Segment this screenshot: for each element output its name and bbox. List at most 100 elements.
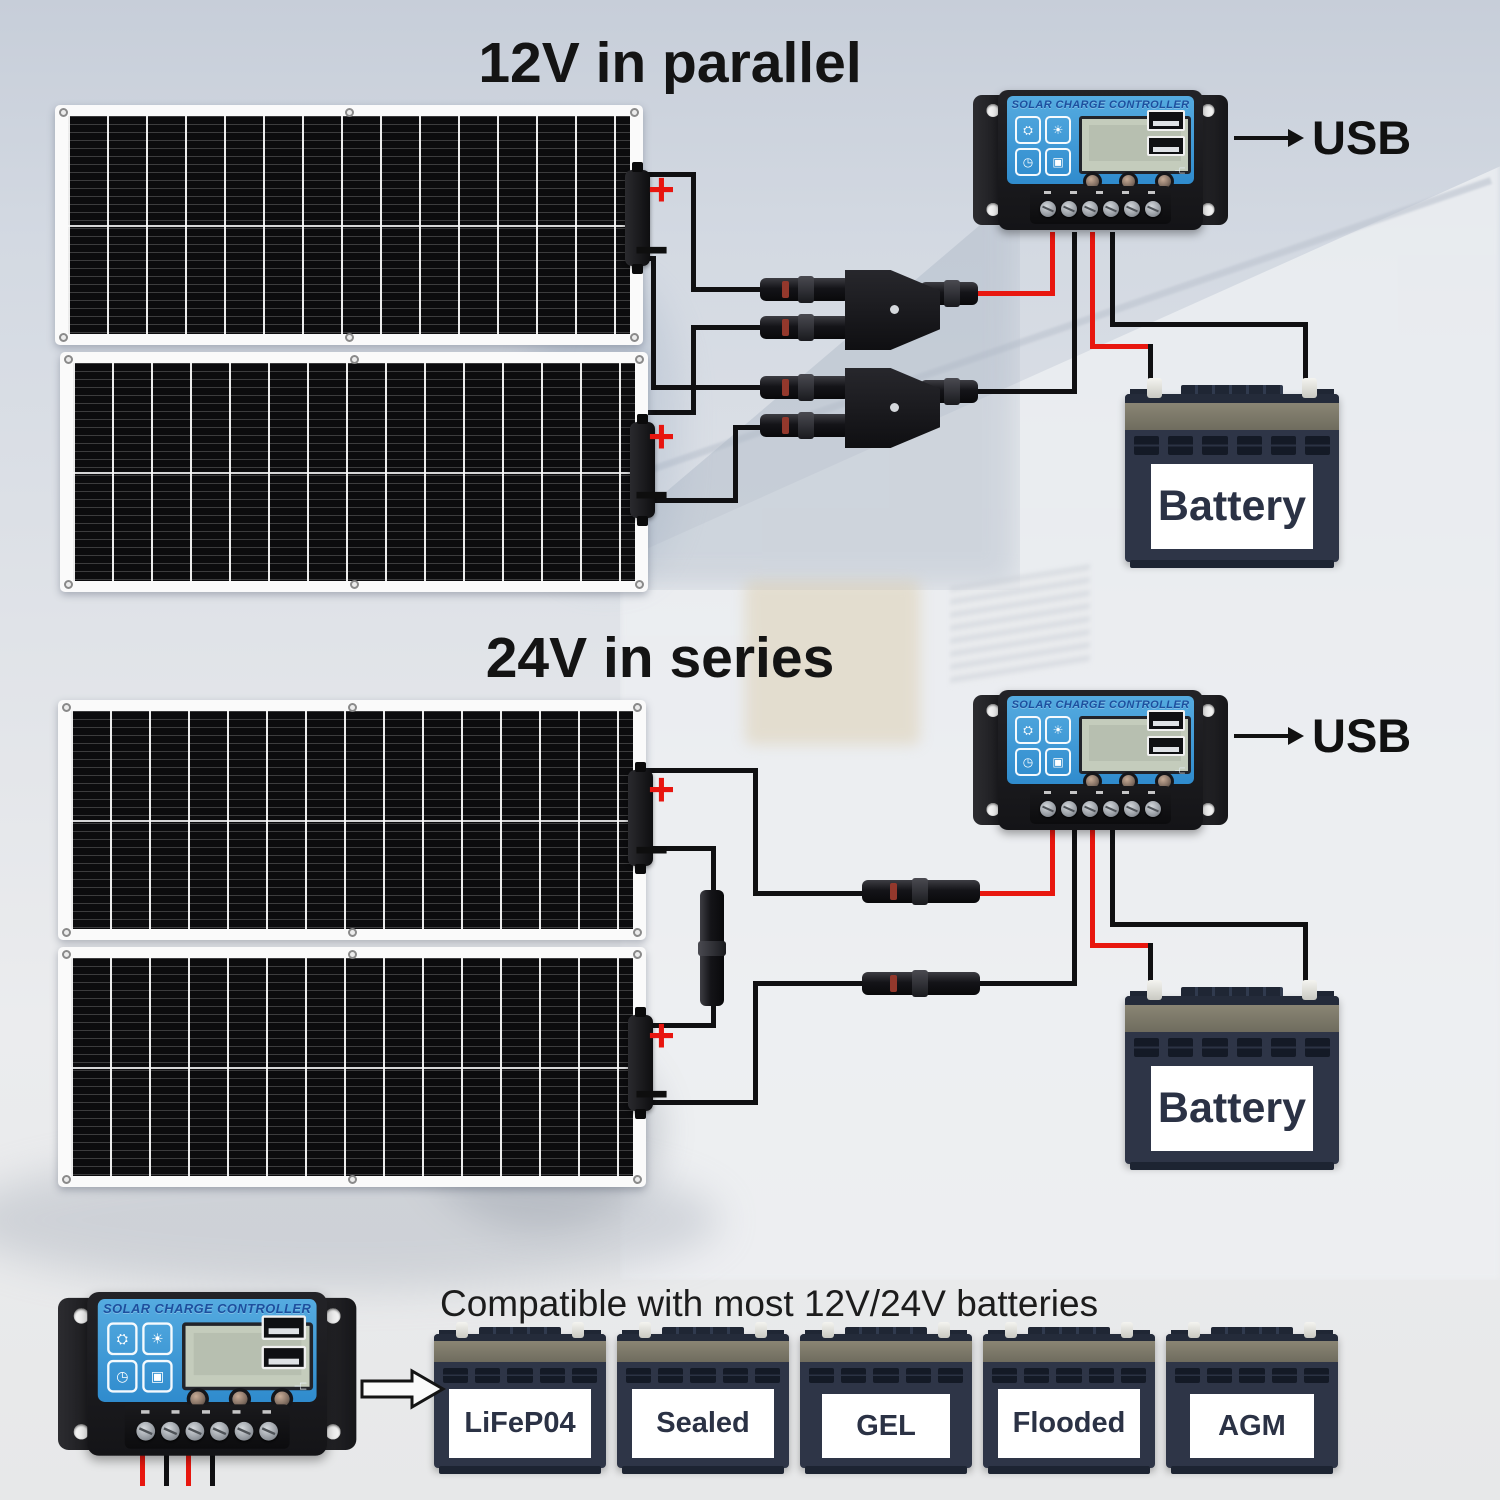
battery-caps xyxy=(844,1327,928,1336)
grommet-icon xyxy=(348,928,357,937)
battery-base xyxy=(1130,1162,1334,1170)
terminal-screw-icon xyxy=(234,1421,254,1441)
battery-post-negative xyxy=(1302,980,1317,1000)
battery-label: Battery xyxy=(1151,1066,1313,1151)
usb-symbol-icon: ⑂ xyxy=(1170,165,1188,176)
grommet-icon xyxy=(62,703,71,712)
battery-top xyxy=(800,1334,972,1344)
grommet-icon xyxy=(630,333,639,342)
wire-segment xyxy=(753,891,868,896)
terminal-screw-icon xyxy=(1040,801,1057,817)
screw-hole-icon xyxy=(73,1308,90,1324)
terminal-screw-icon xyxy=(1123,201,1140,217)
battery-band xyxy=(617,1341,789,1362)
usb-port-icon[interactable] xyxy=(1147,710,1185,731)
solar-cells xyxy=(68,116,630,334)
screw-hole-icon xyxy=(986,104,1000,117)
title-24v-series: 24V in series xyxy=(485,626,835,690)
terminal-screw-icon xyxy=(1082,801,1099,817)
battery-shoulder xyxy=(760,1330,784,1337)
battery-shoulder xyxy=(988,1330,1012,1337)
solar-panel-4 xyxy=(58,947,653,1187)
battery-shoulder xyxy=(439,1330,463,1337)
usb-port-icon[interactable] xyxy=(261,1315,307,1340)
usb-ports[interactable] xyxy=(1147,710,1185,756)
timer-icon: ◷ xyxy=(107,1359,138,1393)
usb-port-icon[interactable] xyxy=(1147,735,1185,756)
usb-arrow-head-icon xyxy=(1288,727,1304,745)
mc4-connector-pair-icon xyxy=(862,878,980,905)
battery-caps xyxy=(661,1327,745,1336)
screw-hole-icon xyxy=(325,1424,341,1440)
controller-body: SOLAR CHARGE CONTROLLER ⛭ ☀ ◷ ▣ ⑂ xyxy=(87,1292,328,1456)
grommet-icon xyxy=(348,703,357,712)
battery-post xyxy=(1304,1322,1316,1338)
minus-label: − xyxy=(634,816,670,883)
battery-top xyxy=(617,1334,789,1344)
grommet-icon xyxy=(348,950,357,959)
battery-post-negative xyxy=(1302,378,1317,398)
battery-base xyxy=(988,1466,1150,1474)
battery-type-label: Sealed xyxy=(632,1389,774,1458)
battery-vents xyxy=(443,1368,598,1383)
screw-hole-icon xyxy=(1201,803,1215,816)
battery-vents xyxy=(1175,1368,1330,1383)
battery-type-agm: AGM xyxy=(1166,1322,1338,1474)
battery-vents xyxy=(809,1368,964,1383)
plus-label: + xyxy=(648,1009,675,1061)
usb-ports[interactable] xyxy=(1147,110,1185,156)
terminal-strip xyxy=(1030,786,1171,824)
controller-faceplate: SOLAR CHARGE CONTROLLER ⛭ ☀ ◷ ▣ ⑂ xyxy=(1007,96,1194,191)
battery-type-label: LiFeP04 xyxy=(449,1389,591,1458)
usb-port-icon[interactable] xyxy=(261,1345,307,1370)
usb-symbol-icon: ⑂ xyxy=(289,1380,310,1392)
compatibility-arrow-icon xyxy=(360,1368,446,1410)
mc4-connector-pair-icon xyxy=(698,890,726,1006)
terminal-screw-icon xyxy=(209,1421,229,1441)
minus-label: − xyxy=(634,1060,670,1127)
panel-battery-icon: ⛭ xyxy=(107,1322,138,1356)
terminal-screw-icon xyxy=(1144,201,1161,217)
battery-post xyxy=(1005,1322,1017,1338)
usb-ports[interactable] xyxy=(261,1315,307,1370)
usb-port-icon[interactable] xyxy=(1147,135,1185,156)
wire-segment xyxy=(753,981,758,1105)
battery-post-positive xyxy=(1147,980,1162,1000)
mode-icon: ▣ xyxy=(1045,748,1071,776)
wire-segment-red xyxy=(1090,344,1153,349)
battery-band xyxy=(983,1341,1155,1362)
grommet-icon xyxy=(630,108,639,117)
solar-panel-3 xyxy=(58,700,653,940)
wire-segment xyxy=(1110,322,1308,327)
usb-arrow-line xyxy=(1234,734,1290,738)
controller-body: SOLAR CHARGE CONTROLLER ⛭ ☀ ◷ ▣ ⑂ xyxy=(998,690,1203,830)
battery-band xyxy=(434,1341,606,1362)
usb-port-icon[interactable] xyxy=(1147,110,1185,131)
grommet-icon xyxy=(62,950,71,959)
grommet-icon xyxy=(633,703,642,712)
plus-label: + xyxy=(648,163,675,215)
battery-type-label: Flooded xyxy=(998,1389,1140,1458)
solar-cells xyxy=(71,958,633,1176)
screw-hole-icon xyxy=(1201,203,1215,216)
battery-post xyxy=(1121,1322,1133,1338)
battery-post-positive xyxy=(1147,378,1162,398)
grommet-icon xyxy=(64,580,73,589)
wire-segment xyxy=(691,172,696,292)
battery-shoulder xyxy=(1126,1330,1150,1337)
minus-label: − xyxy=(634,461,670,528)
controller-title: SOLAR CHARGE CONTROLLER xyxy=(1011,99,1190,111)
grommet-icon xyxy=(345,108,354,117)
wire-segment-red xyxy=(1050,232,1055,296)
battery-post xyxy=(456,1322,468,1338)
usb-arrow-head-icon xyxy=(1288,129,1304,147)
grommet-icon xyxy=(350,580,359,589)
usb-arrow-line xyxy=(1234,136,1290,140)
battery-post xyxy=(639,1322,651,1338)
wire-segment-red xyxy=(1090,943,1153,948)
terminal-screw-icon xyxy=(1144,801,1161,817)
terminal-strip xyxy=(124,1404,290,1449)
usb-label-2: USB xyxy=(1312,709,1412,762)
usb-symbol-icon: ⑂ xyxy=(1170,765,1188,776)
charge-controller-3: SOLAR CHARGE CONTROLLER ⛭ ☀ ◷ ▣ ⑂ xyxy=(58,1292,357,1456)
